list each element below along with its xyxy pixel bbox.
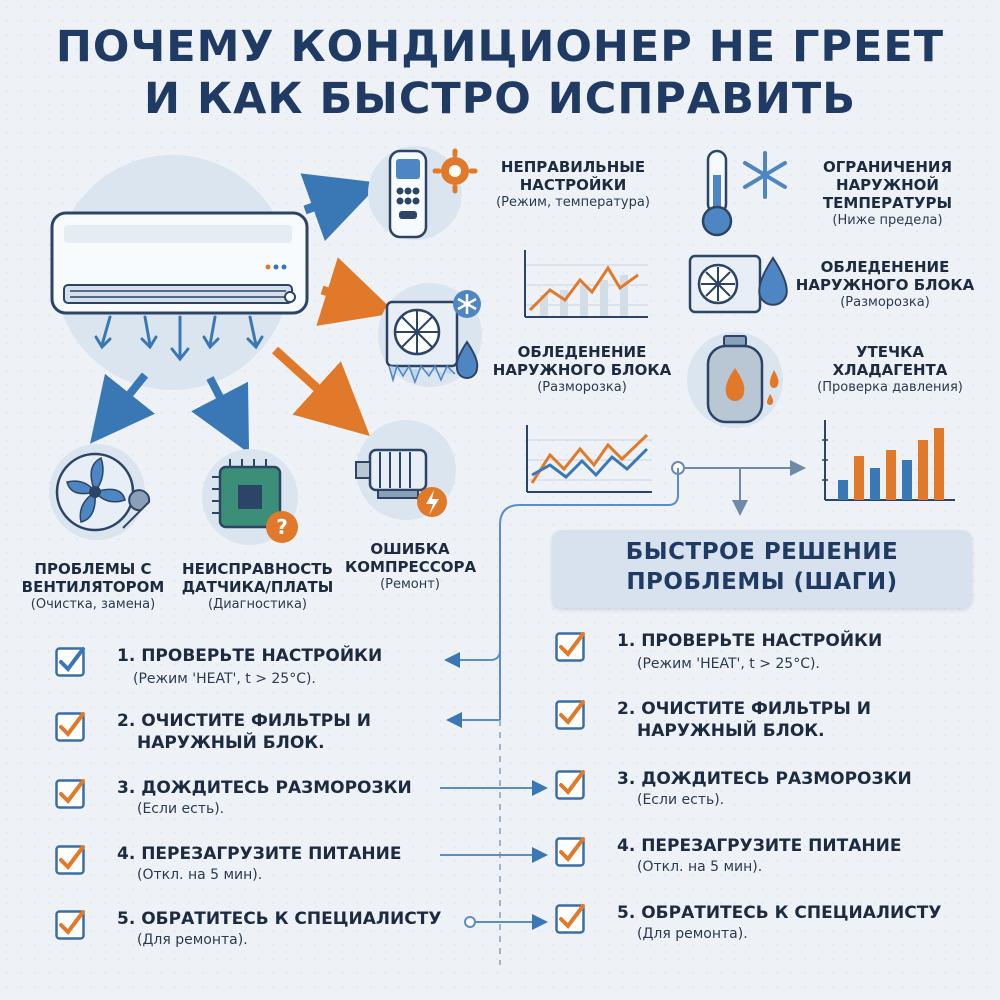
fan-wrench-icon	[49, 444, 151, 540]
cause-compressor-heading-2: компрессора	[345, 558, 477, 576]
cause-icing-center-label: Обледенение наружного блока (Разморозка)	[487, 343, 677, 396]
arrow-to-settings	[300, 173, 381, 242]
step-sub: (Режим 'HEAT', t > 25°C).	[637, 656, 820, 672]
cause-outdoor-limit-heading-2: наружной	[836, 176, 939, 194]
step-heading: 1. ПРОВЕРЬТЕ НАСТРОЙКИ	[617, 631, 883, 651]
arrow-to-icing	[316, 257, 396, 326]
checkbox-checked-icon[interactable]	[55, 845, 85, 875]
title-line-2: И КАК БЫСТРО ИСПРАВИТЬ	[144, 74, 856, 124]
arrow-to-sensor	[191, 376, 250, 454]
arrow-to-fan	[90, 372, 155, 444]
cause-settings-sub: (Режим, температура)	[496, 195, 650, 210]
cause-outdoor-limit-heading-3: температуры	[822, 194, 953, 212]
checkbox-checked-icon[interactable]	[555, 700, 585, 730]
cause-fan-sub: (Очистка, замена)	[30, 597, 156, 612]
cause-compressor-label: Ошибка компрессора (Ремонт)	[345, 540, 477, 593]
step-sub: (Режим 'HEAT', t > 25°C).	[133, 671, 316, 687]
step-heading: 1. ПРОВЕРЬТЕ НАСТРОЙКИ	[117, 646, 383, 666]
cause-icing-center-sub: (Разморозка)	[537, 380, 627, 395]
thermometer-snowflake-icon	[701, 149, 787, 237]
indoor-ac-unit-icon	[50, 211, 309, 362]
cause-refrigerant-label: Утечка хладагента (Проверка давления)	[800, 343, 980, 396]
checkbox-checked-icon[interactable]	[555, 837, 585, 867]
trend-chart-icon-2	[526, 425, 652, 493]
step-sub: (Для ремонта).	[637, 926, 748, 942]
cause-sensor-heading-1: Неисправность	[182, 560, 333, 578]
step-heading: 5. ОБРАТИТЕСЬ К СПЕЦИАЛИСТУ	[117, 909, 442, 929]
step-heading: 4. ПЕРЕЗАГРУЗИТЕ ПИТАНИЕ	[117, 844, 402, 864]
checkbox-checked-icon[interactable]	[55, 712, 85, 742]
cause-fan-label: Проблемы с вентилятором (Очистка, замена…	[8, 560, 178, 613]
cause-sensor-heading-2: датчика/платы	[181, 578, 334, 596]
outdoor-unit-drop-icon	[688, 254, 788, 314]
svg-text:?: ?	[276, 515, 288, 539]
checkbox-checked-icon[interactable]	[55, 647, 85, 677]
cause-sensor-sub: (Диагностика)	[208, 597, 307, 612]
step-sub: (Откл. на 5 мин).	[137, 867, 263, 883]
banner-line-1: БЫСТРОЕ РЕШЕНИЕ	[625, 539, 899, 565]
cause-outdoor-limit-heading-1: Ограничения	[822, 158, 953, 176]
cause-icing-center-heading-1: Обледенение	[517, 343, 647, 361]
cause-refrigerant-heading-1: Утечка	[855, 343, 925, 361]
step-heading: 5. ОБРАТИТЕСЬ К СПЕЦИАЛИСТУ	[617, 903, 942, 923]
chip-question-icon: ?	[202, 449, 298, 545]
step-heading: 4. ПЕРЕЗАГРУЗИТЕ ПИТАНИЕ	[617, 836, 902, 856]
checkbox-checked-icon[interactable]	[555, 904, 585, 934]
cause-icing-center-heading-2: наружного блока	[492, 361, 672, 379]
arrow-to-compressor	[271, 346, 371, 437]
cause-refrigerant-heading-2: хладагента	[832, 361, 948, 379]
cause-outdoor-limit-sub: (Ниже предела)	[832, 213, 943, 228]
step-sub: (Если есть).	[137, 801, 225, 817]
cause-refrigerant-sub: (Проверка давления)	[817, 380, 963, 395]
checkbox-checked-icon[interactable]	[555, 632, 585, 662]
step-heading-line-2: НАРУЖНЫЙ БЛОК.	[137, 733, 325, 753]
step-sub: (Откл. на 5 мин).	[637, 859, 763, 875]
step-heading: 2. ОЧИСТИТЕ ФИЛЬТРЫ И	[617, 699, 872, 719]
step-heading-line-2: НАРУЖНЫЙ БЛОК.	[637, 721, 825, 741]
cause-icing-right-heading-1: Обледенение	[820, 258, 950, 276]
cause-settings-heading-2: настройки	[519, 176, 627, 194]
cause-compressor-heading-1: Ошибка	[370, 540, 450, 558]
checkbox-checked-icon[interactable]	[555, 770, 585, 800]
trend-chart-icon-1	[524, 250, 648, 318]
frozen-outdoor-unit-icon	[378, 283, 482, 387]
cause-outdoor-limit-label: Ограничения наружной температуры (Ниже п…	[800, 158, 975, 229]
compressor-motor-icon	[355, 420, 456, 520]
cause-settings-heading-1: Неправильные	[500, 158, 646, 176]
banner-line-2: ПРОБЛЕМЫ (ШАГИ)	[626, 568, 898, 595]
cause-settings-label: Неправильные настройки (Режим, температу…	[478, 158, 668, 211]
step-sub: (Для ремонта).	[137, 932, 248, 948]
cause-icing-right-heading-2: наружного блока	[795, 276, 975, 294]
quick-solution-banner: БЫСТРОЕ РЕШЕНИЕ ПРОБЛЕМЫ (ШАГИ)	[552, 530, 972, 608]
cause-fan-heading-1: Проблемы с	[34, 560, 152, 578]
step-heading: 3. ДОЖДИТЕСЬ РАЗМОРОЗКИ	[117, 778, 412, 798]
cause-compressor-sub: (Ремонт)	[380, 577, 440, 592]
checkbox-checked-icon[interactable]	[55, 779, 85, 809]
step-heading: 2. ОЧИСТИТЕ ФИЛЬТРЫ И	[117, 711, 372, 731]
step-heading: 3. ДОЖДИТЕСЬ РАЗМОРОЗКИ	[617, 769, 912, 789]
cause-fan-heading-2: вентилятором	[21, 578, 165, 596]
checkbox-checked-icon[interactable]	[55, 910, 85, 940]
step-sub: (Если есть).	[637, 792, 725, 808]
cause-sensor-label: Неисправность датчика/платы (Диагностика…	[170, 560, 345, 613]
bar-chart-icon	[822, 420, 955, 501]
remote-control-gear-icon	[368, 146, 478, 240]
cause-icing-right-label: Обледенение наружного блока (Разморозка)	[795, 258, 975, 311]
title-line-1: ПОЧЕМУ КОНДИЦИОНЕР НЕ ГРЕЕТ	[55, 22, 945, 72]
cause-icing-right-sub: (Разморозка)	[840, 295, 930, 310]
refrigerant-cylinder-icon	[687, 332, 783, 428]
